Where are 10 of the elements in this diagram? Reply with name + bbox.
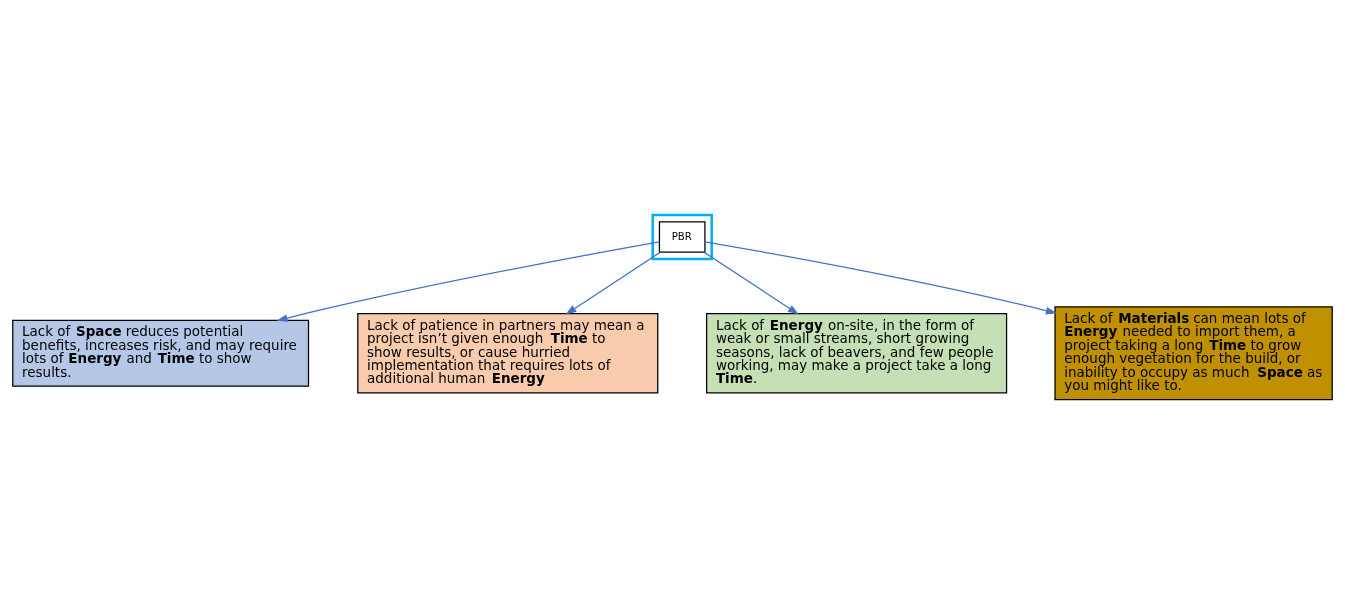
node-box: Lack of Space reduces potential benefits, increases risk, and may require lots of Energy and Time to show results. <box>12 319 310 387</box>
arrow <box>276 240 660 322</box>
cluster <box>651 213 713 260</box>
node-box: Lack of Energy on-site, in the form of weak or small streams, short growing seasons, lack of beavers, and few people working, may make a project take a long Time. <box>706 312 1008 393</box>
node-box: Lack of Materials can mean lots of Energy needed to import them, a project taking a long Time to grow enough vegetation for the build, or inability to occupy as much Space as you might like to. <box>1054 305 1333 400</box>
arrow <box>704 240 1057 314</box>
arrow <box>703 251 799 315</box>
node-box: Lack of patience in partners may mean a project isn’t given enough Time to show results, or cause hurried implementation that requires lots of additional human Energy <box>357 312 659 393</box>
arrow <box>565 251 661 315</box>
node-box: PBR <box>658 220 706 253</box>
